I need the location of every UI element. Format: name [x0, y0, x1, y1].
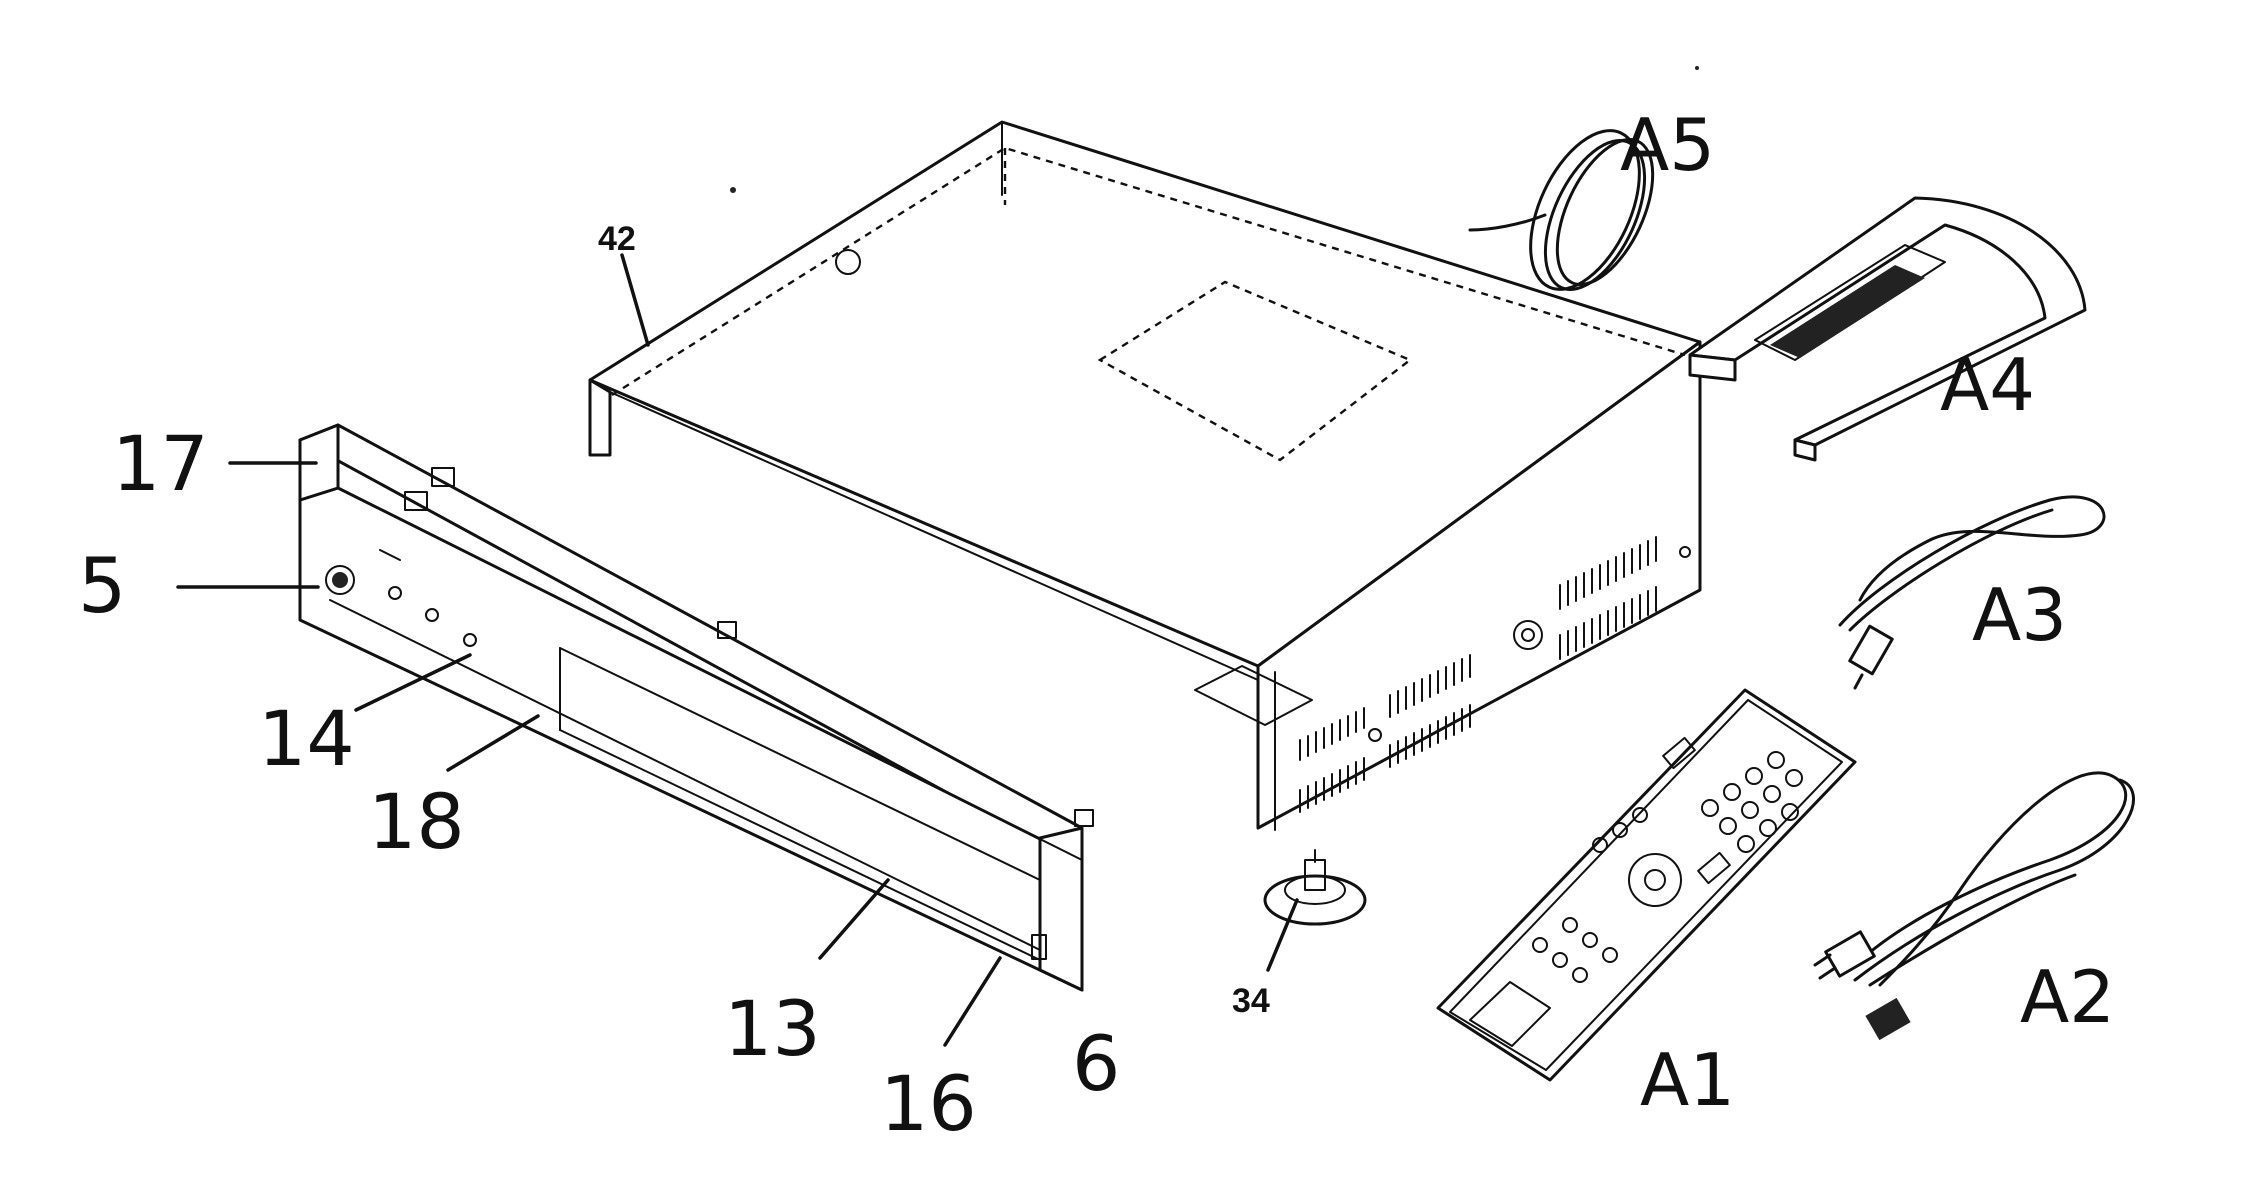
leader-lines: [176, 253, 1299, 1047]
part-label-34: 34: [1232, 982, 1270, 1020]
part-label-42: 42: [598, 220, 636, 258]
part-label-A5: A5: [1620, 103, 1715, 187]
plug-icon: [1824, 930, 1876, 978]
connector-icon: [1865, 997, 1911, 1041]
part-label-5: 5: [78, 541, 126, 630]
part-label-13: 13: [724, 984, 821, 1073]
part-label-A1: A1: [1640, 1038, 1735, 1122]
part-label-18: 18: [368, 777, 465, 866]
av-cable: [1838, 495, 2106, 690]
power-knob-icon: [325, 565, 355, 595]
power-cord: [1813, 771, 2135, 1041]
remote-control: [1436, 688, 1857, 1082]
top-cover: [588, 120, 1702, 831]
part-label-16: 16: [880, 1059, 977, 1148]
vent-slots: [1299, 536, 1657, 813]
coiled-cable: [1468, 129, 1655, 291]
part-labels: 42 17 5 14 18 13 16 6 34 A1 A2 A3 A4 A5: [78, 103, 2115, 1148]
mounting-bracket: [1688, 196, 2087, 462]
front-panel: [298, 423, 1094, 992]
part-label-A3: A3: [1972, 573, 2067, 657]
foot-part: [1263, 849, 1367, 926]
part-label-A2: A2: [2020, 955, 2115, 1039]
dpad-icon: [1628, 853, 1682, 907]
part-label-A4: A4: [1940, 343, 2035, 427]
part-label-6: 6: [1072, 1019, 1120, 1108]
part-label-17: 17: [112, 419, 209, 508]
part-label-14: 14: [258, 694, 355, 783]
